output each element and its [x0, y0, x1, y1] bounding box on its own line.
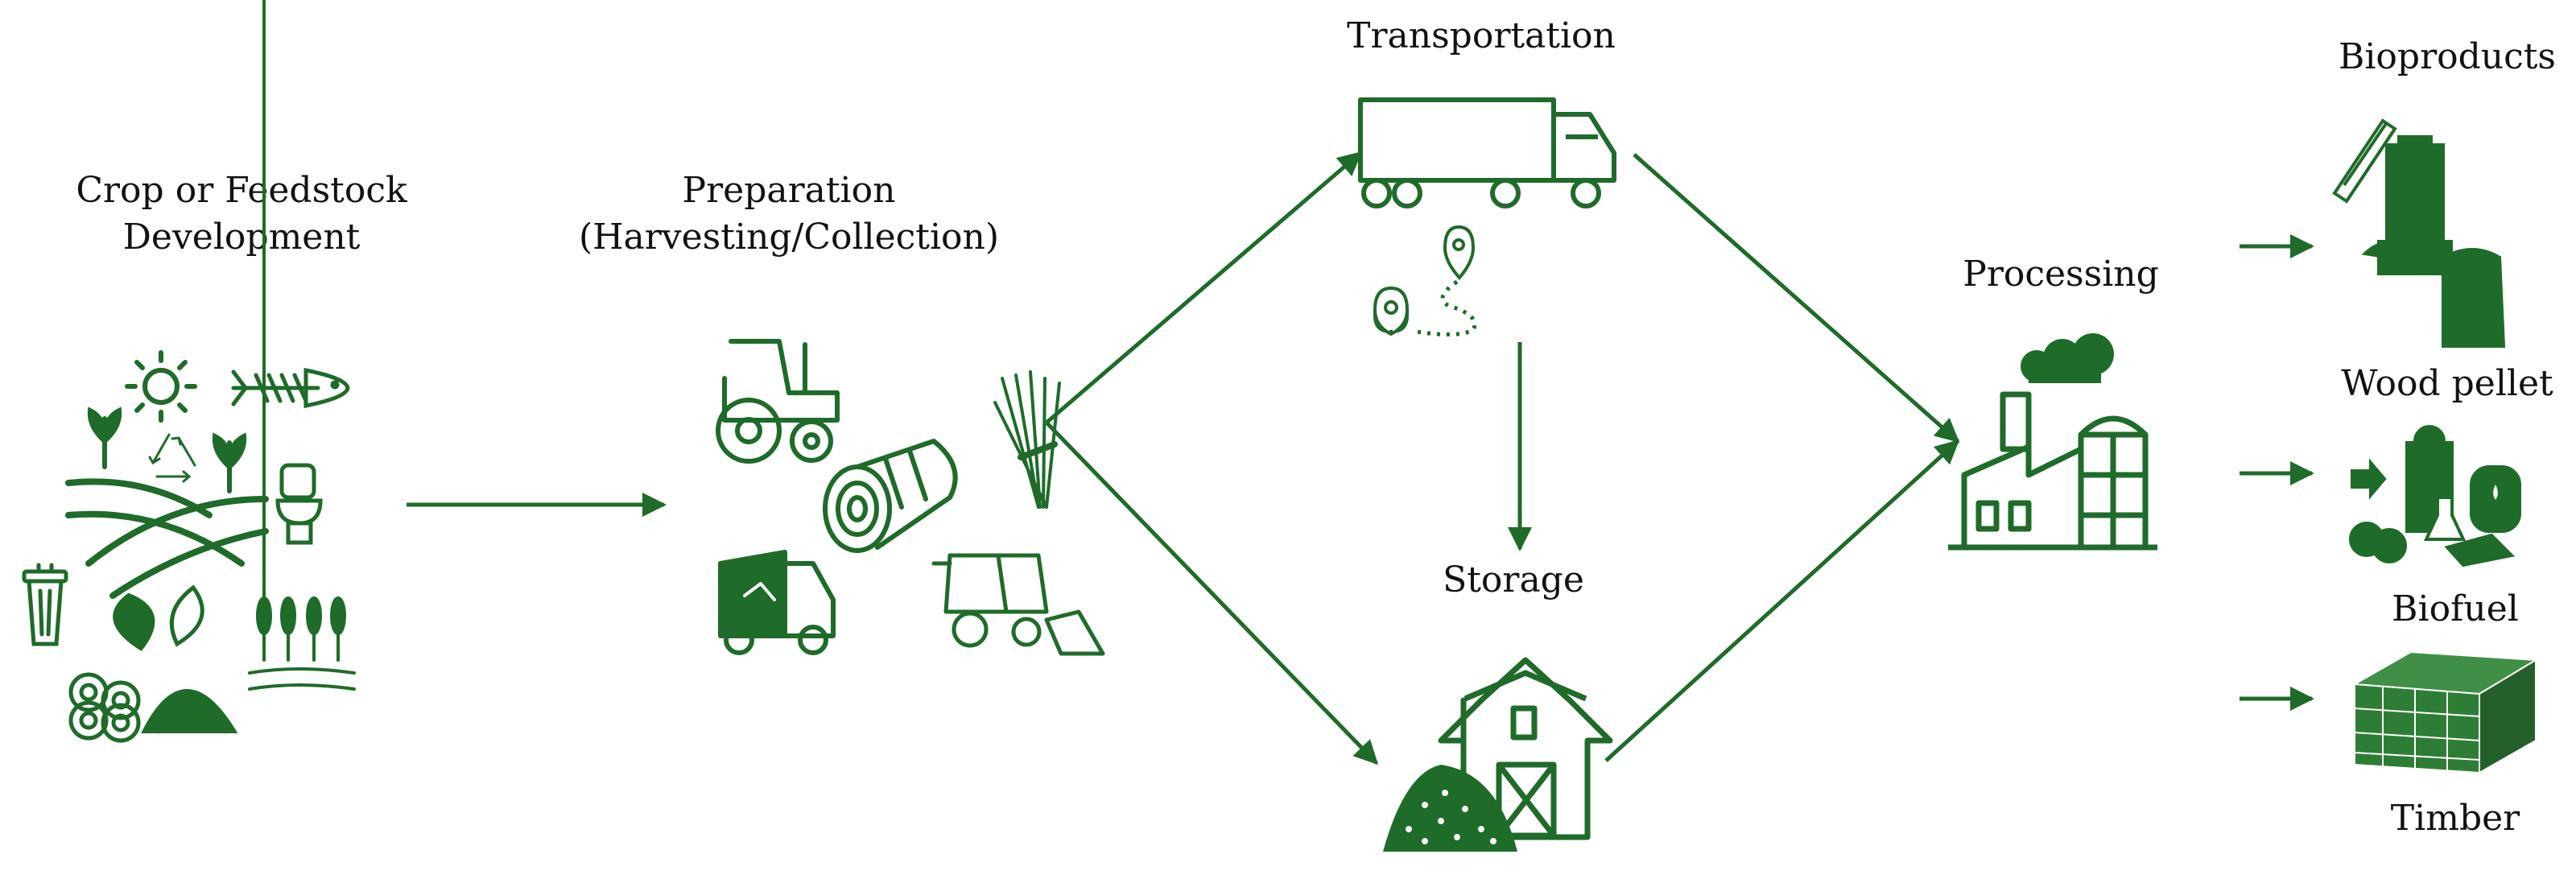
hay-bale-icon: [823, 439, 958, 553]
toilet-icon: [275, 463, 323, 545]
biomass-pile-icon: [141, 689, 238, 733]
preparation-icons: [716, 339, 1105, 656]
factory-icon: [1948, 391, 2157, 551]
trash-can-icon: [22, 563, 68, 646]
processing-label: Processing: [1963, 254, 2159, 295]
wood-pellet-machine-icon: [2332, 118, 2506, 348]
timber-stack-icon: [2351, 650, 2539, 774]
crop-development-label: Crop or Feedstock Development: [76, 170, 407, 258]
bioproducts-label: Bioproducts: [2339, 36, 2556, 77]
smoke-icon: [2021, 333, 2114, 383]
plant-icon: [87, 406, 122, 469]
biofuel-plant-icon: [2349, 425, 2521, 567]
wheat-icon: [248, 0, 356, 691]
preparation-label: Preparation (Harvesting/Collection): [578, 170, 1000, 258]
truck-icon: [1358, 97, 1616, 208]
crop-feedstock-icons: [22, 0, 356, 743]
grain-dots: [1406, 790, 1496, 844]
arrow-transportation-to-processing: [1633, 153, 1960, 443]
storage-label: Storage: [1443, 559, 1584, 600]
garbage-truck-icon: [718, 550, 836, 655]
map-pin-icon: [1443, 225, 1476, 281]
arrow-preparation-to-storage: [1045, 421, 1379, 766]
combine-harvester-icon: [931, 553, 1105, 656]
plant-icon: [212, 432, 247, 493]
timber-label: Timber: [2390, 798, 2520, 839]
route-map-icon: [1373, 225, 1477, 337]
recycle-icon: [148, 433, 196, 483]
arrow-storage-to-processing: [1604, 439, 1960, 762]
wood-pellet-label: Wood pellet: [2341, 363, 2553, 404]
biofuel-label: Biofuel: [2392, 588, 2519, 629]
transportation-label: Transportation: [1347, 15, 1616, 56]
log-pile-icon: [68, 672, 141, 743]
leaf-icon: [113, 584, 204, 651]
arrow-preparation-to-transportation: [1045, 151, 1363, 424]
fish-bone-icon: [231, 367, 350, 409]
straw-bundle-icon: [993, 370, 1061, 509]
sun-icon: [125, 350, 197, 423]
tractor-icon: [716, 339, 840, 464]
